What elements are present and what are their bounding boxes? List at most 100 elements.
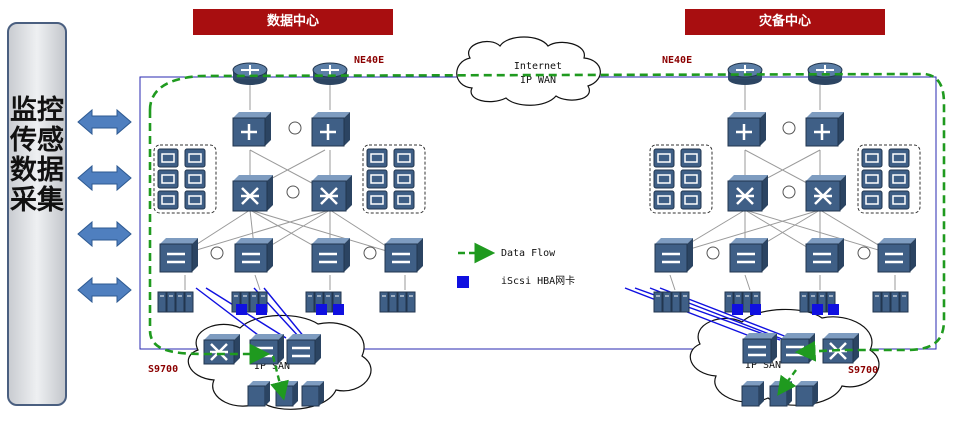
hba-card-right-4 bbox=[828, 304, 839, 315]
internet-wan-cloud: Internet IP WAN bbox=[456, 36, 601, 106]
router-label-right: NE40E bbox=[662, 55, 692, 66]
agg-switch-left-b bbox=[311, 175, 352, 212]
server-rack-right-4 bbox=[872, 291, 909, 313]
security-appliance-left-a-1 bbox=[157, 148, 179, 168]
router-left-a bbox=[232, 62, 268, 85]
security-appliance-left-b-6 bbox=[393, 190, 415, 210]
data-flow-right-branch bbox=[794, 340, 841, 362]
access-switch-left-1 bbox=[159, 238, 198, 273]
hba-card-left-4 bbox=[333, 304, 344, 315]
security-appliance-group-left-a bbox=[153, 144, 217, 214]
router-left-b bbox=[312, 62, 348, 85]
hba-card-right-1 bbox=[732, 304, 743, 315]
data-flow-left-storage bbox=[270, 355, 289, 401]
ip-san-label-right: IP SAN bbox=[745, 360, 781, 371]
access-switch-right-4 bbox=[877, 238, 916, 273]
agg-switch-right-b bbox=[805, 175, 846, 212]
storage-array-right-3 bbox=[795, 381, 818, 407]
security-appliance-right-a-3 bbox=[653, 169, 675, 189]
access-switch-right-1 bbox=[654, 238, 693, 273]
data-flow-right-storage bbox=[777, 369, 797, 396]
security-appliance-right-a-4 bbox=[680, 169, 702, 189]
security-appliance-left-a-3 bbox=[157, 169, 179, 189]
side-panel-text: 监控传感数据采集 bbox=[10, 95, 64, 216]
legend-data-flow-label: Data Flow bbox=[501, 248, 556, 259]
security-appliance-right-b-3 bbox=[861, 169, 883, 189]
backup-center-header: 灾备中心 bbox=[685, 9, 885, 35]
security-appliance-right-b-4 bbox=[888, 169, 910, 189]
san-switch-label-left: S9700 bbox=[148, 364, 178, 375]
cloud-line-1: Internet bbox=[514, 61, 562, 72]
router-label-left: NE40E bbox=[354, 55, 384, 66]
data-flow-main-loop bbox=[148, 72, 946, 352]
access-switch-right-3 bbox=[805, 238, 844, 273]
security-appliance-left-b-4 bbox=[393, 169, 415, 189]
legend-hba-swatch bbox=[457, 276, 469, 288]
security-appliance-right-b-5 bbox=[861, 190, 883, 210]
server-rack-right-2 bbox=[724, 291, 761, 313]
access-link-left-b bbox=[363, 246, 377, 260]
security-appliance-right-b-1 bbox=[861, 148, 883, 168]
legend: Data Flow iScsi HBA网卡 bbox=[457, 242, 575, 288]
access-switch-right-2 bbox=[729, 238, 768, 273]
storage-array-left-1 bbox=[247, 381, 270, 407]
hba-card-left-1 bbox=[236, 304, 247, 315]
access-link-right-b bbox=[857, 246, 871, 260]
security-appliance-left-b-2 bbox=[393, 148, 415, 168]
security-appliance-right-a-1 bbox=[653, 148, 675, 168]
san-switch-left-c bbox=[286, 334, 321, 365]
access-link-right-a bbox=[706, 246, 720, 260]
server-rack-left-4 bbox=[379, 291, 416, 313]
monitor-data-collection-panel: 监控传感数据采集 bbox=[7, 22, 67, 406]
storage-array-right-1 bbox=[741, 381, 764, 407]
collection-arrow-1 bbox=[77, 108, 132, 136]
access-link-left-a bbox=[210, 246, 224, 260]
security-appliance-right-a-2 bbox=[680, 148, 702, 168]
core-switch-left-b bbox=[311, 112, 350, 147]
san-switch-left-b bbox=[249, 334, 284, 365]
security-appliance-left-a-4 bbox=[184, 169, 206, 189]
san-switch-right-a bbox=[742, 333, 777, 364]
access-switch-left-4 bbox=[384, 238, 423, 273]
security-appliance-right-a-5 bbox=[653, 190, 675, 210]
collection-arrow-4 bbox=[77, 276, 132, 304]
access-switch-left-3 bbox=[311, 238, 350, 273]
security-appliance-left-b-1 bbox=[366, 148, 388, 168]
data-center-header: 数据中心 bbox=[193, 9, 393, 35]
hba-card-right-3 bbox=[812, 304, 823, 315]
storage-array-right-2 bbox=[769, 381, 792, 407]
core-switch-left-a bbox=[232, 112, 271, 147]
agg-link-right bbox=[782, 185, 796, 199]
security-appliance-right-a-6 bbox=[680, 190, 702, 210]
security-appliance-left-b-3 bbox=[366, 169, 388, 189]
hba-card-right-2 bbox=[750, 304, 761, 315]
security-appliance-group-right-a bbox=[649, 144, 713, 214]
hba-card-left-2 bbox=[256, 304, 267, 315]
storage-array-left-3 bbox=[301, 381, 324, 407]
collection-arrow-3 bbox=[77, 220, 132, 248]
core-switch-right-a bbox=[727, 112, 766, 147]
agg-switch-left-a bbox=[232, 175, 273, 212]
server-rack-right-1 bbox=[653, 291, 690, 313]
server-rack-left-1 bbox=[157, 291, 194, 313]
security-appliance-left-a-6 bbox=[184, 190, 206, 210]
security-appliance-group-left-b bbox=[362, 144, 426, 214]
data-flow-left-branch bbox=[148, 110, 271, 365]
devices bbox=[157, 62, 916, 407]
san-switch-label-right: S9700 bbox=[848, 365, 878, 376]
security-appliance-left-a-5 bbox=[157, 190, 179, 210]
agg-switch-right-a bbox=[727, 175, 768, 212]
server-rack-left-3 bbox=[305, 291, 342, 313]
core-link-left bbox=[288, 121, 302, 135]
san-switch-right-b bbox=[780, 333, 815, 364]
storage-array-left-2 bbox=[275, 381, 298, 407]
security-appliance-left-b-5 bbox=[366, 190, 388, 210]
collection-arrows bbox=[77, 108, 132, 304]
agg-link-left bbox=[286, 185, 300, 199]
core-link-right bbox=[782, 121, 796, 135]
cloud-line-2: IP WAN bbox=[520, 75, 556, 86]
collection-arrow-2 bbox=[77, 164, 132, 192]
core-switch-right-b bbox=[805, 112, 844, 147]
